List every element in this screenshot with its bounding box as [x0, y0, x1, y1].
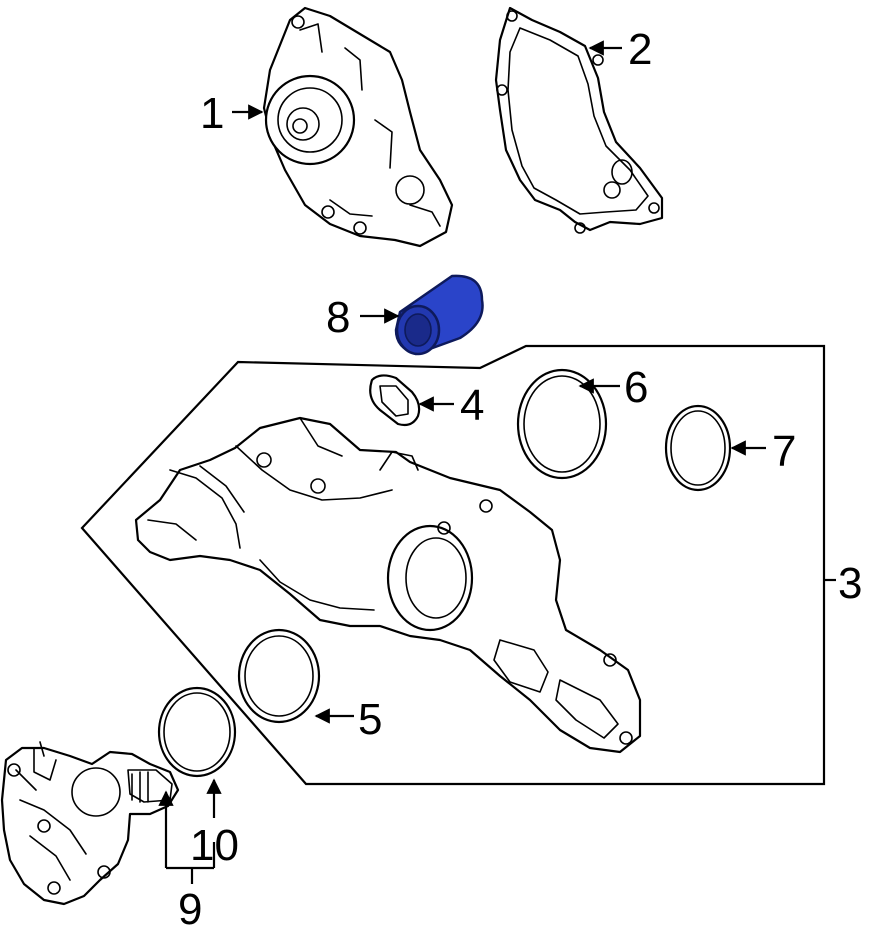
callout-1: 1: [200, 89, 224, 138]
callout-8: 8: [326, 293, 350, 342]
assembly-box-outline: [80, 344, 826, 786]
callout-2: 2: [628, 25, 652, 74]
part-4-small-seal[interactable]: [369, 374, 421, 427]
part-2-gasket[interactable]: [494, 6, 664, 234]
callout-9: 9: [178, 885, 202, 934]
part-5-o-ring[interactable]: [237, 628, 321, 724]
part-1-water-pump[interactable]: [262, 6, 454, 248]
callout-3: 3: [838, 559, 862, 608]
part-8-sleeve-highlighted[interactable]: [394, 274, 484, 356]
part-7-o-ring[interactable]: [664, 404, 732, 492]
callout-4: 4: [460, 381, 484, 430]
callout-10: 10: [190, 821, 239, 870]
callout-7: 7: [772, 427, 796, 476]
callout-6: 6: [624, 363, 648, 412]
callout-5: 5: [358, 695, 382, 744]
part-3-housing-assembly[interactable]: [134, 416, 642, 754]
part-9-pump-unit[interactable]: [0, 741, 180, 906]
part-10-o-ring[interactable]: [157, 686, 237, 778]
part-6-o-ring[interactable]: [516, 368, 608, 480]
leader-9-bracket: [166, 842, 216, 870]
